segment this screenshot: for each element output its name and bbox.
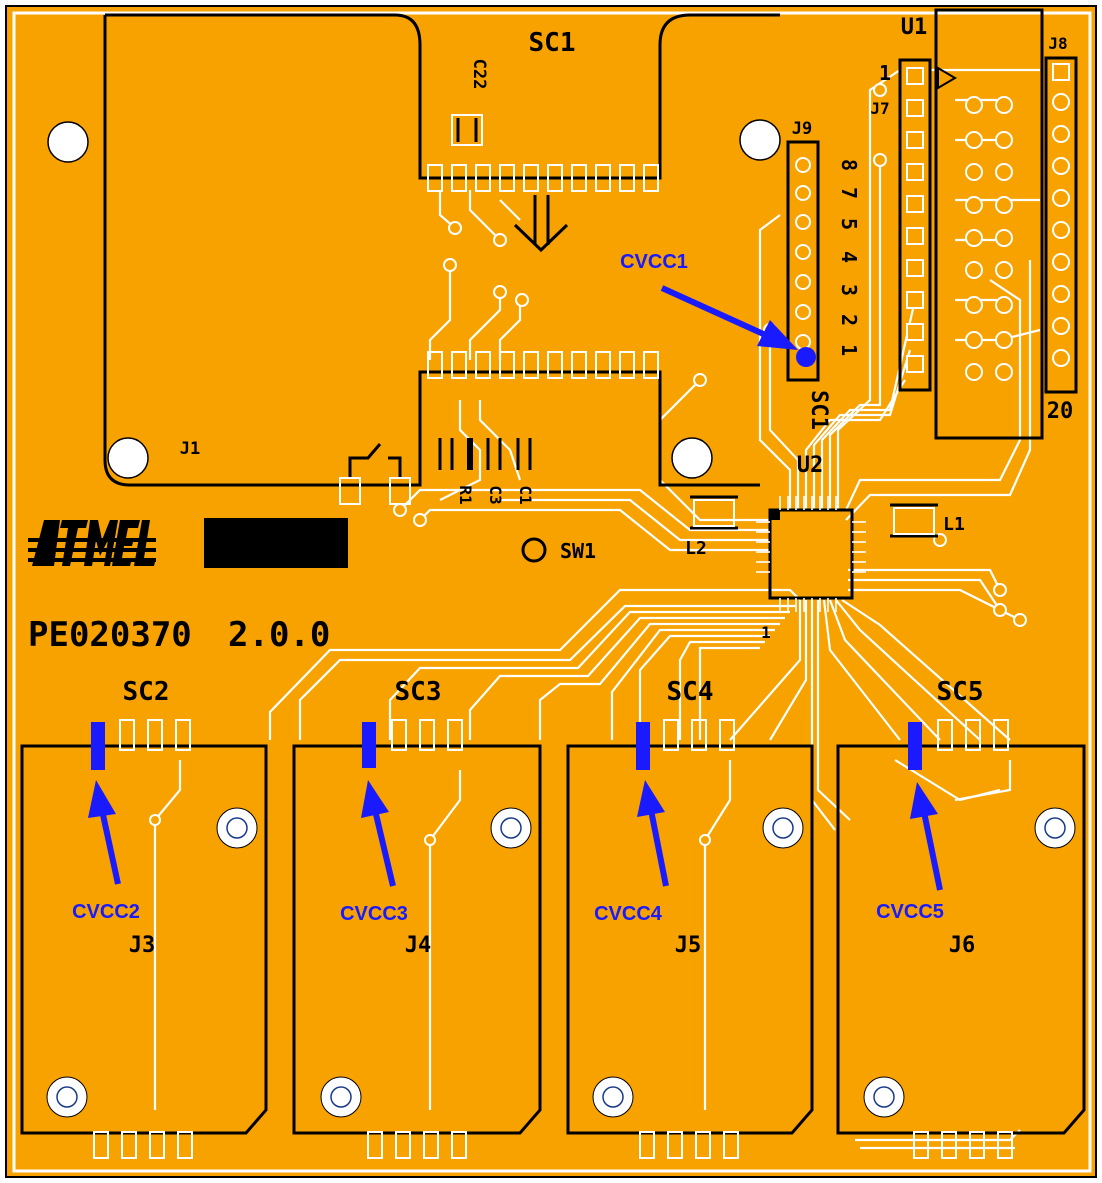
u2-chip [756,496,866,612]
l2-inductor [690,495,738,530]
callout-cvcc3: CVCC3 [340,903,408,925]
u1-socket [934,8,1044,440]
j5-card-slot [566,744,814,1135]
cvcc5-pad-marker [908,722,922,770]
label-sc1: SC1 [529,28,576,58]
cvcc1-pin-marker [796,347,816,367]
label-sc3: SC3 [395,677,442,707]
slot-contact-pads [93,719,1013,1159]
insert-arrow-icon [513,195,569,253]
cvcc2-arrow-icon [88,780,121,885]
j9-pin-8: 8 [837,159,861,171]
label-u2: U2 [797,453,824,478]
cvcc3-pad-marker [362,722,376,768]
label-c3: C3 [486,485,505,504]
label-j3: J3 [129,933,156,958]
atmel-logo-icon [28,520,156,566]
c22-capacitor [451,114,483,146]
label-sw1: SW1 [560,539,596,563]
j9-header [786,140,820,382]
callout-arrows [88,285,943,891]
label-l1: L1 [943,514,965,535]
label-r1: R1 [456,485,475,504]
label-u1-pin1: 1 [879,61,891,85]
cvcc-markers [91,347,922,770]
label-u1-pin20: 20 [1047,399,1074,424]
cvcc5-arrow-icon [910,782,943,891]
cvcc4-pad-marker [636,722,650,770]
j8-header [1044,56,1078,394]
mounting-holes [47,119,781,479]
j9-pin-1: 1 [837,344,861,356]
label-j5: J5 [675,933,702,958]
j9-pin-4: 4 [837,251,861,263]
board-revision: 2.0.0 [228,615,330,655]
cvcc3-arrow-icon [361,780,396,887]
board-part-number: PE020370 [28,615,192,655]
label-j1: J1 [180,439,200,459]
label-block [204,518,348,568]
cvcc1-arrow-icon [660,285,798,350]
j9-pin-5: 5 [837,218,861,230]
label-j8: J8 [1048,34,1067,53]
board-substrate [5,5,1097,1178]
label-l2: L2 [685,538,707,559]
label-j4: J4 [405,933,432,958]
l1-inductor [890,503,938,538]
j9-pin-7: 7 [837,187,861,199]
j4-card-slot [292,744,542,1135]
label-j7: J7 [870,99,889,118]
cvcc4-arrow-icon [637,780,669,887]
label-u1: U1 [901,15,928,40]
label-j6: J6 [949,933,976,958]
j9-pin-2: 2 [837,314,861,326]
label-j9: J9 [792,119,812,139]
sc1-pads-top [427,164,659,192]
sw1-button [521,537,547,563]
copper-traces [153,68,1041,1150]
label-sc5: SC5 [937,677,984,707]
label-c1: C1 [516,485,535,504]
callout-cvcc4: CVCC4 [594,903,663,925]
label-sc4: SC4 [667,677,714,707]
label-u2-pin1: 1 [761,623,771,642]
card-detect-switch [339,443,411,505]
callout-cvcc2: CVCC2 [72,901,140,923]
j7-header [898,58,932,392]
j9-pin-3: 3 [837,284,861,296]
j6-card-slot [836,744,1086,1135]
j3-card-slot [20,744,268,1135]
label-sc2: SC2 [123,677,170,707]
label-sc1-vertical: SC1 [806,390,831,430]
sc1-pads-bottom [427,351,659,379]
r1-c3-c1-passives [438,438,532,470]
callout-cvcc1: CVCC1 [620,251,688,273]
cvcc2-pad-marker [91,722,105,770]
callout-cvcc5: CVCC5 [876,901,944,923]
board-edge [12,11,1092,1173]
vias [149,83,1027,846]
label-c22: C22 [469,59,489,90]
